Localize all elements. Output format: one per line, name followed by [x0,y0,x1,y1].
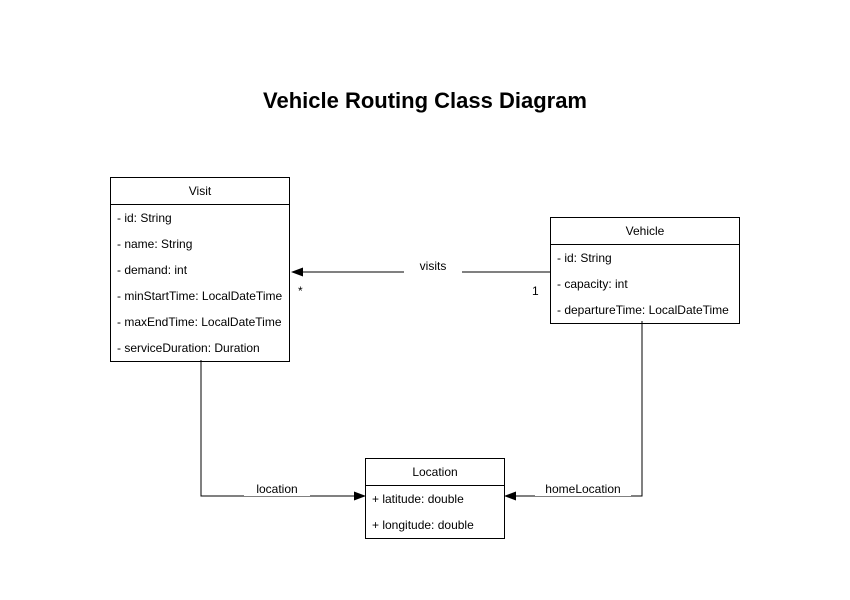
class-name-location: Location [366,459,504,486]
multiplicity-visits-target: * [298,284,303,298]
attribute-row: - departureTime: LocalDateTime [557,303,729,317]
edge-label-visits: visits [404,259,462,273]
attribute-row: - id: String [557,251,612,265]
edge-label-location: location [244,482,310,496]
class-node-visit: Visit - id: String - name: String - dema… [110,177,290,362]
attribute-row: - maxEndTime: LocalDateTime [117,315,282,329]
attribute-row: + latitude: double [372,492,464,506]
arrowhead-homelocation-icon [504,491,516,501]
attribute-row: - demand: int [117,263,188,277]
attribute-row: - id: String [117,211,172,225]
attribute-row: - name: String [117,237,193,251]
attribute-row: - serviceDuration: Duration [117,341,260,355]
class-node-vehicle: Vehicle - id: String - capacity: int - d… [550,217,740,324]
attribute-row: - capacity: int [557,277,628,291]
attribute-row: - minStartTime: LocalDateTime [117,289,283,303]
attribute-row: + longitude: double [372,518,474,532]
edge-label-homelocation: homeLocation [535,482,631,496]
multiplicity-visits-source: 1 [532,284,539,298]
class-node-location: Location + latitude: double + longitude:… [365,458,505,539]
arrowhead-visits-icon [291,267,303,277]
class-name-visit: Visit [111,178,289,205]
class-name-vehicle: Vehicle [551,218,739,245]
edge-location [200,360,356,497]
edge-homelocation [514,321,643,497]
diagram-title: Vehicle Routing Class Diagram [263,88,587,113]
